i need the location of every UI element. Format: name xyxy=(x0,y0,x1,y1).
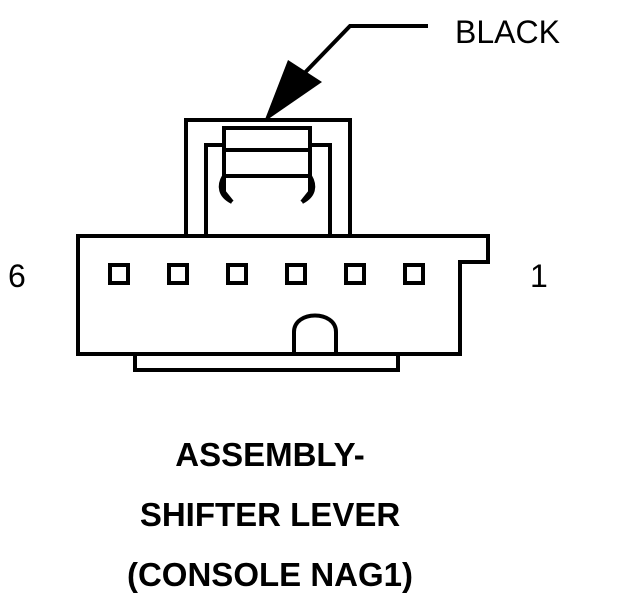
pin-cavity xyxy=(226,263,248,285)
pin-6-label: 6 xyxy=(8,258,26,294)
pin-cavity xyxy=(344,263,366,285)
title-line-2: SHIFTER LEVER xyxy=(139,496,401,533)
callout-leader-line xyxy=(290,24,428,88)
pin-cavity xyxy=(167,263,189,285)
pin-cavities xyxy=(108,263,425,285)
latch-inner-right xyxy=(310,143,332,236)
pin-cavity xyxy=(403,263,425,285)
connector-bottom-rail xyxy=(133,354,400,372)
pin-cavity xyxy=(108,263,130,285)
latch-finger-right-hook xyxy=(301,174,316,204)
pin-1-label: 1 xyxy=(530,258,548,294)
keying-bump xyxy=(292,313,338,354)
latch-housing xyxy=(184,118,352,236)
wire-color-label: BLACK xyxy=(455,14,560,50)
connector-body-outline xyxy=(76,234,490,356)
latch-inner-left xyxy=(204,143,224,236)
pin-cavity xyxy=(285,263,307,285)
title-line-3: (CONSOLE NAG1) xyxy=(126,556,413,593)
latch-finger-left-hook xyxy=(218,174,233,204)
title-line-1: ASSEMBLY- xyxy=(175,436,365,473)
callout-arrow-head xyxy=(264,60,322,122)
